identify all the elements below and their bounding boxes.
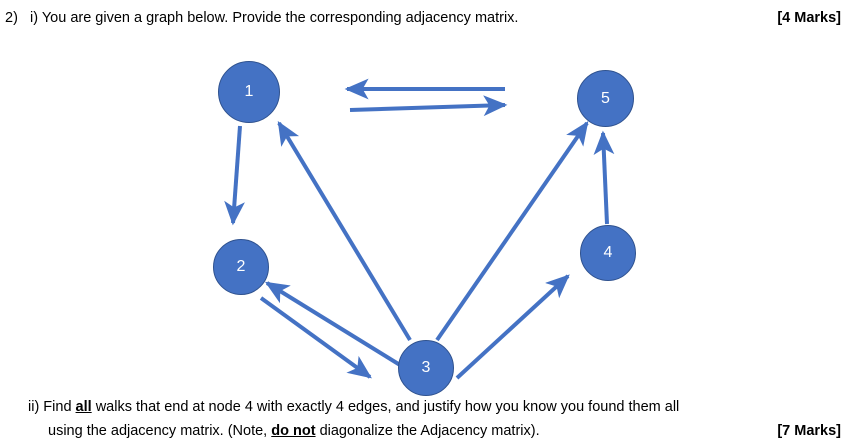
question-part-ii: ii) Find all walks that end at node 4 wi… xyxy=(0,396,846,448)
part-ii-line1-suffix: walks that end at node 4 with exactly 4 … xyxy=(91,399,680,415)
part-ii-line1-emphasis: all xyxy=(75,399,92,415)
graph-node-2[interactable]: 2 xyxy=(213,239,269,295)
graph-node-2-label: 2 xyxy=(236,258,246,275)
part-i-marks-badge: [4 Marks] xyxy=(777,10,841,26)
edge-2-to-3 xyxy=(259,296,372,379)
part-ii-line1-prefix: ii) Find xyxy=(28,399,76,415)
edge-3-to-1 xyxy=(277,120,412,342)
part-ii-line2-prefix: using the adjacency matrix. (Note, xyxy=(48,423,272,439)
graph-node-5-label: 5 xyxy=(601,89,610,107)
question-number: 2) xyxy=(5,10,18,26)
graph-node-5[interactable]: 5 xyxy=(577,70,634,127)
graph-node-1-label: 1 xyxy=(244,83,254,100)
part-ii-line2-emphasis: do not xyxy=(271,423,316,439)
part-ii-line-1: ii) Find all walks that end at node 4 wi… xyxy=(28,396,679,419)
question-header: 2) i) You are given a graph below. Provi… xyxy=(0,7,846,29)
graph-edges-svg xyxy=(224,78,615,380)
edge-1-to-2 xyxy=(224,125,245,226)
graph-node-1[interactable]: 1 xyxy=(218,61,280,123)
graph-node-3[interactable]: 3 xyxy=(398,340,454,396)
part-ii-line-2: using the adjacency matrix. (Note, do no… xyxy=(48,420,540,443)
graph-node-3-label: 3 xyxy=(421,359,431,376)
part-ii-marks-badge: [7 Marks] xyxy=(777,423,841,439)
edge-3-to-4 xyxy=(455,274,570,380)
graph-node-4[interactable]: 4 xyxy=(580,225,636,281)
edge-1-to-5 xyxy=(349,95,508,117)
part-ii-line2-suffix: diagonalize the Adjacency matrix). xyxy=(315,423,540,439)
edge-3-to-5 xyxy=(435,121,589,342)
edge-3-to-2 xyxy=(264,281,402,367)
graph-node-4-label: 4 xyxy=(603,244,613,261)
graph-diagram: 1 2 3 4 5 xyxy=(0,40,846,396)
edge-4-to-5 xyxy=(593,130,615,225)
question-part-i-text: i) You are given a graph below. Provide … xyxy=(30,10,519,26)
